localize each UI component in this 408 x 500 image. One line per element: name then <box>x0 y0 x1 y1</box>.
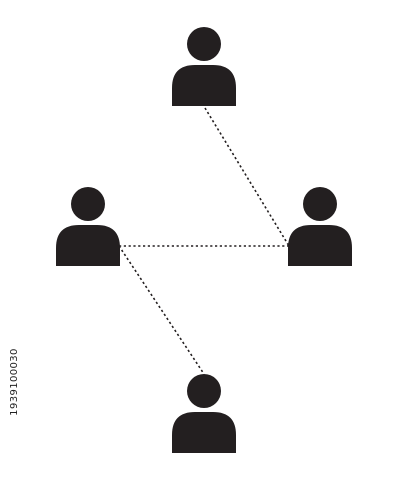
connector-top-right <box>204 107 290 247</box>
person-top <box>172 27 236 106</box>
person-right <box>288 187 352 266</box>
person-icon <box>172 374 236 453</box>
connector-left-bottom <box>118 245 205 375</box>
person-bottom <box>172 374 236 453</box>
connectors <box>118 107 290 375</box>
person-icon <box>56 187 120 266</box>
person-icon <box>288 187 352 266</box>
image-id-text: 1939100030 <box>9 348 20 416</box>
person-left <box>56 187 120 266</box>
person-icon <box>172 27 236 106</box>
